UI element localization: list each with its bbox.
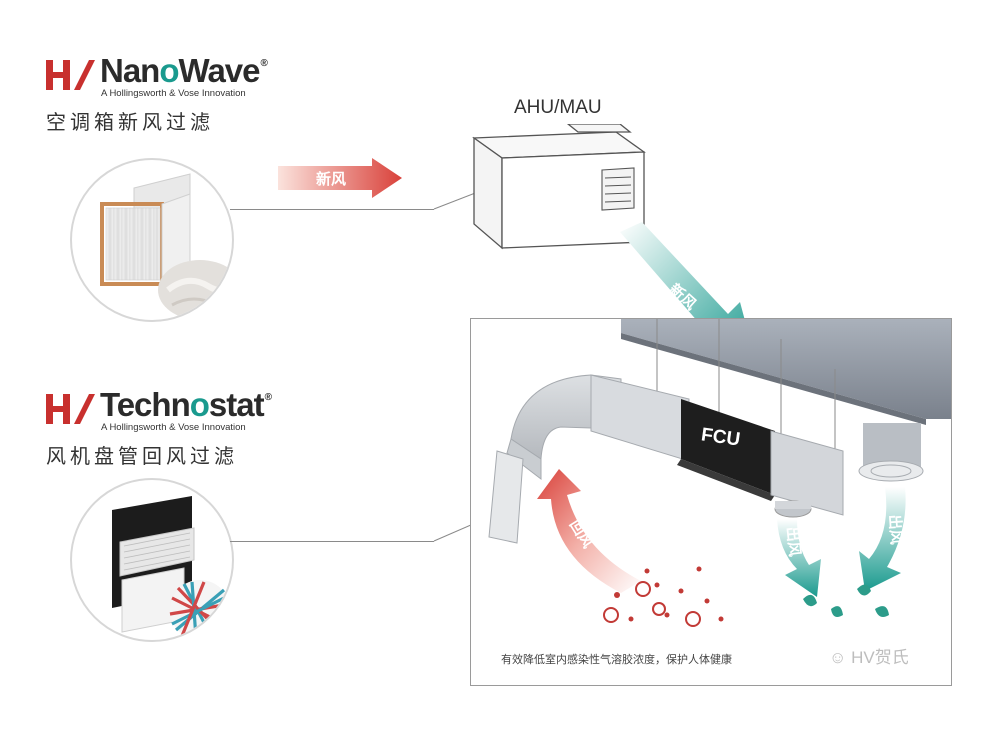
technostat-caption: 风机盘管回风过滤 (46, 444, 238, 468)
technostat-wordmark: Technostat® (100, 386, 272, 423)
supply-air-label-1: 出风 (782, 525, 805, 558)
technostat-tagline: A Hollingsworth & Vose Innovation (101, 422, 246, 433)
fresh-air-label: 新风 (316, 170, 347, 188)
leader-line-ahu (230, 209, 434, 210)
wechat-icon: ☺ (829, 648, 847, 667)
footer-note: 有效降低室内感染性气溶胶浓度，保护人体健康 (501, 653, 732, 666)
panel-filter-image (70, 478, 234, 642)
nanowave-caption: 空调箱新风过滤 (46, 110, 214, 134)
supply-air-label-2: 出风 (885, 513, 906, 546)
hv-logo-icon (46, 60, 95, 90)
leader-line-fcu (230, 541, 434, 542)
bag-filter-image (70, 158, 234, 322)
room-panel: FCU 回风 出风 出风 有效降低室内感染性气溶胶浓度，保护人体健康 ☺ HV贺… (470, 318, 952, 686)
ahu-mau-label: AHU/MAU (514, 97, 602, 118)
watermark: ☺ HV贺氏 (829, 648, 909, 667)
nanowave-wordmark: NanoWave® (100, 52, 268, 89)
hv-logo-icon (46, 394, 95, 424)
nanowave-tagline: A Hollingsworth & Vose Innovation (101, 88, 246, 99)
ahu-unit (472, 124, 646, 250)
fresh-air-arrow (278, 158, 402, 198)
fcu-duct-scene (488, 319, 951, 627)
